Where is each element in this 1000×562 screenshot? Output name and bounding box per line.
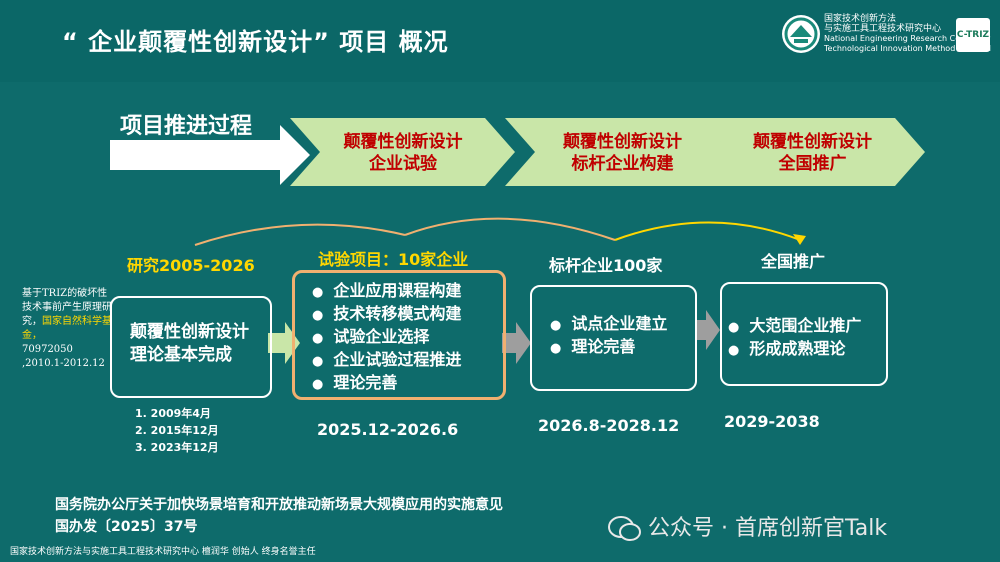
benchmark-box [530, 285, 697, 391]
trial-item: 理论完善 [312, 369, 397, 393]
flow-arrow-3 [695, 310, 720, 350]
footer-text: 国家技术创新方法与实施工具工程技术研究中心 檀润华 创始人 终身名誉主任 [10, 547, 316, 557]
trial-item: 试验企业选择 [312, 323, 429, 347]
process-main-arrow [110, 125, 310, 185]
national-label: 全国推广 [761, 252, 826, 271]
wechat-watermark: 公众号 · 首席创新官Talk [608, 510, 887, 543]
connector-curve-2 [404, 217, 616, 241]
connector-curve-3 [614, 221, 801, 241]
stage-label-3: 颠覆性创新设计全国推广 [753, 132, 872, 174]
national-item: 形成成熟理论 [728, 335, 845, 359]
stage-label-2: 颠覆性创新设计标杆企业构建 [563, 132, 682, 174]
milestone-dates: 1. 2009年4月 2. 2015年12月 3. 2023年12月 [135, 407, 219, 454]
national-box [720, 282, 888, 386]
benchmark-item: 理论完善 [550, 333, 635, 357]
side-note: 基于TRIZ的破坏性技术事前产生原理研究，国家自然科学基金，70972050 ,… [22, 288, 112, 369]
connector-curve-1 [194, 223, 406, 246]
research-label: 研究2005-2026 [127, 256, 255, 275]
national-item: 大范围企业推广 [728, 312, 861, 336]
header-bar [0, 0, 1000, 82]
benchmark-date: 2026.8-2028.12 [538, 416, 680, 435]
trial-item: 技术转移模式构建 [312, 300, 461, 324]
trial-date: 2025.12-2026.6 [317, 420, 459, 439]
logo-text: 国家技术创新方法 与实施工具工程技术研究中心 National Engineer… [824, 14, 991, 53]
trial-label: 试验项目：10家企业 [318, 250, 469, 269]
flow-arrow-2 [502, 322, 531, 364]
stage-label-1: 颠覆性创新设计企业试验 [343, 132, 463, 174]
ctriz-logo: C-TRIZ [956, 18, 990, 52]
stage-arrow-2 [505, 118, 740, 186]
center-logo-icon [782, 15, 820, 53]
theory-box [110, 296, 272, 398]
process-title: 项目推进过程 [120, 114, 253, 139]
trial-item: 企业应用课程构建 [312, 277, 461, 301]
theory-box-text: 颠覆性创新设计理论基本完成 [130, 322, 249, 365]
logo-group: 国家技术创新方法 与实施工具工程技术研究中心 National Engineer… [782, 12, 992, 62]
trial-item: 企业试验过程推进 [312, 346, 461, 370]
trial-box [292, 270, 506, 400]
benchmark-label: 标杆企业100家 [549, 256, 663, 275]
policy-text: 国务院办公厅关于加快场景培育和开放推动新场景大规模应用的实施意见国办发〔2025… [55, 497, 503, 535]
stage-arrow-1 [290, 118, 515, 186]
national-date: 2029-2038 [724, 412, 820, 431]
wechat-icon [608, 516, 641, 541]
page-title: “ 企业颠覆性创新设计” 项目 概况 [62, 28, 449, 56]
connector-arrowhead [793, 234, 806, 245]
benchmark-item: 试点企业建立 [550, 310, 667, 334]
stage-arrow-3 [700, 118, 925, 186]
